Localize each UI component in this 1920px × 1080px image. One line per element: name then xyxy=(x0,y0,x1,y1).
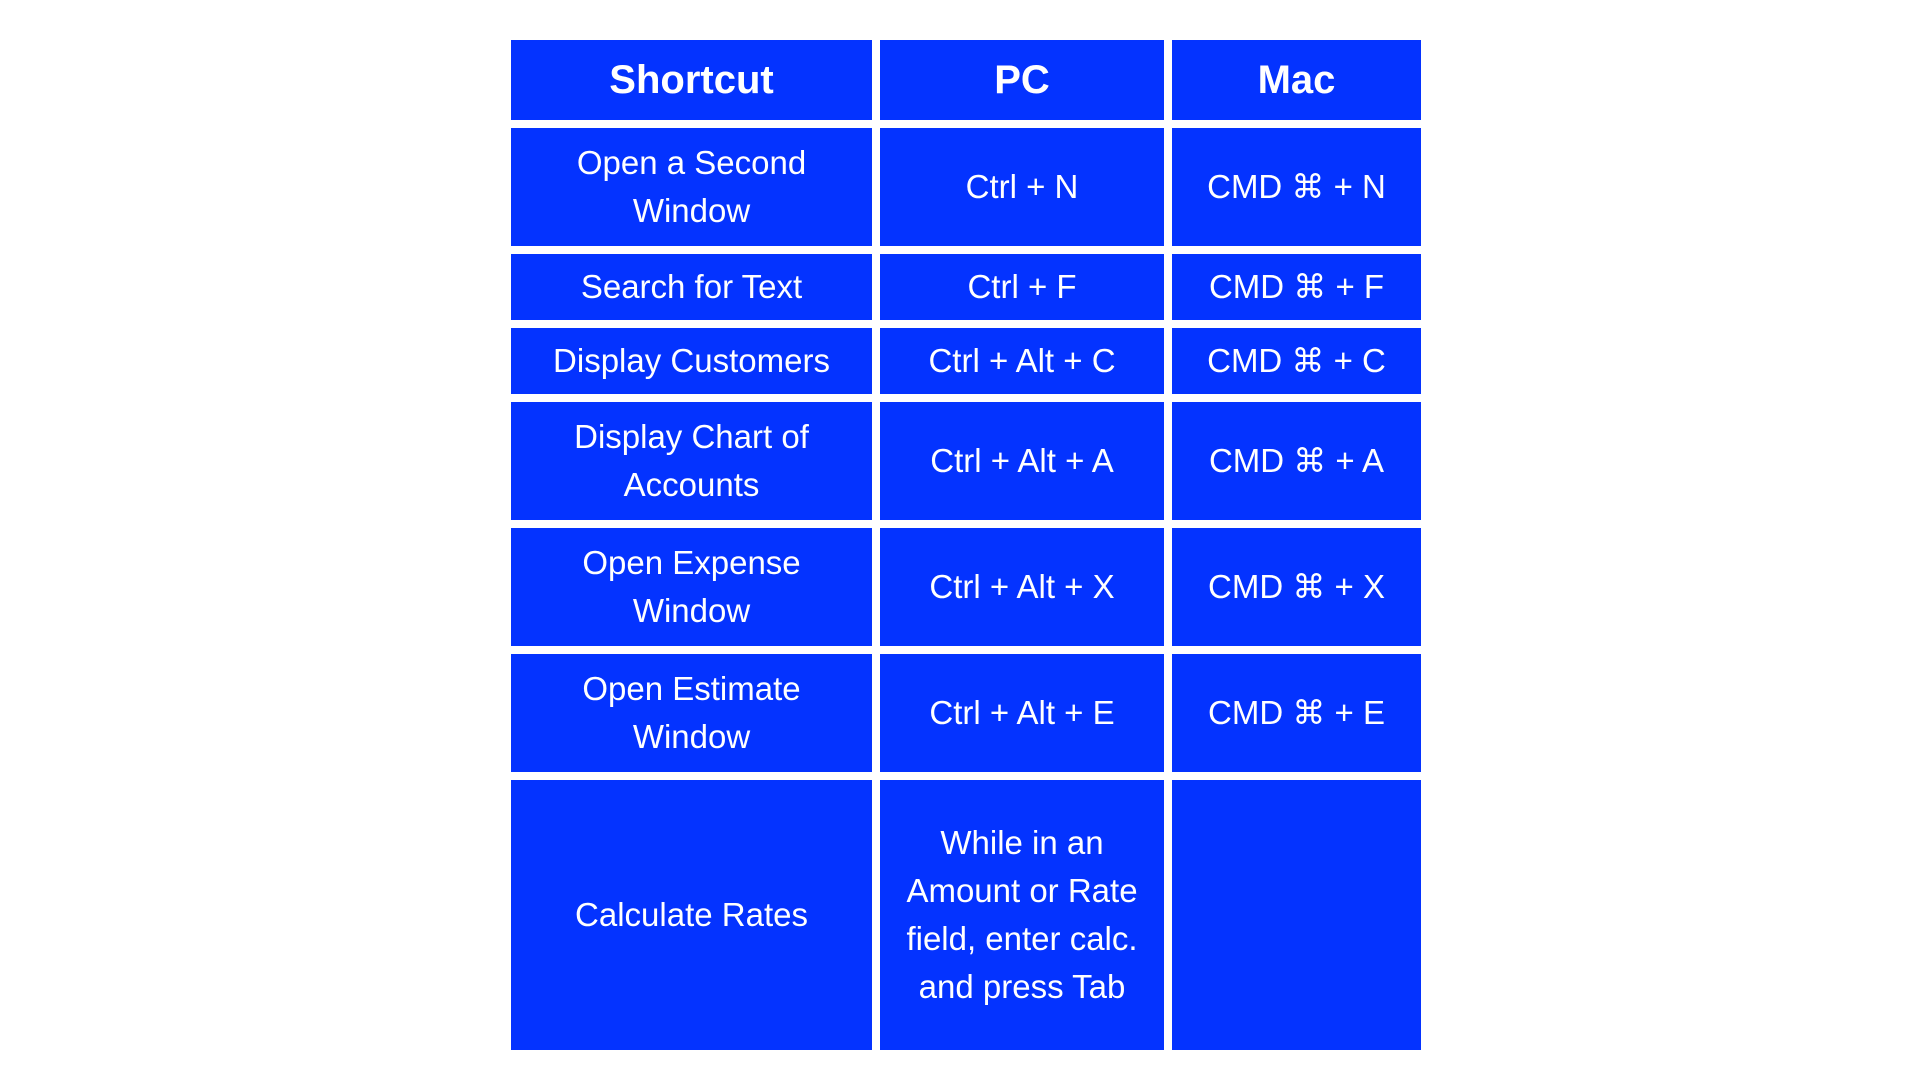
table-row: Calculate Rates While in an Amount or Ra… xyxy=(511,780,1421,1050)
cell-pc: Ctrl + Alt + A xyxy=(880,402,1164,520)
cell-mac: CMD ⌘ + C xyxy=(1172,328,1421,394)
table-row: Open a Second Window Ctrl + N CMD ⌘ + N xyxy=(511,128,1421,246)
cell-pc: While in an Amount or Rate field, enter … xyxy=(880,780,1164,1050)
cell-shortcut: Display Customers xyxy=(511,328,872,394)
cell-pc: Ctrl + Alt + E xyxy=(880,654,1164,772)
cell-shortcut: Search for Text xyxy=(511,254,872,320)
cell-mac: CMD ⌘ + F xyxy=(1172,254,1421,320)
table-row: Search for Text Ctrl + F CMD ⌘ + F xyxy=(511,254,1421,320)
table-row: Display Customers Ctrl + Alt + C CMD ⌘ +… xyxy=(511,328,1421,394)
header-row: Shortcut PC Mac xyxy=(511,40,1421,120)
cell-pc: Ctrl + F xyxy=(880,254,1164,320)
cell-pc: Ctrl + Alt + C xyxy=(880,328,1164,394)
cell-shortcut: Open Expense Window xyxy=(511,528,872,646)
header-shortcut: Shortcut xyxy=(511,40,872,120)
cell-mac: CMD ⌘ + N xyxy=(1172,128,1421,246)
shortcuts-table-container: Shortcut PC Mac Open a Second Window Ctr… xyxy=(511,40,1421,1050)
cell-shortcut: Open Estimate Window xyxy=(511,654,872,772)
cell-mac: CMD ⌘ + A xyxy=(1172,402,1421,520)
table-row: Open Expense Window Ctrl + Alt + X CMD ⌘… xyxy=(511,528,1421,646)
table-row: Display Chart of Accounts Ctrl + Alt + A… xyxy=(511,402,1421,520)
cell-mac xyxy=(1172,780,1421,1050)
header-mac: Mac xyxy=(1172,40,1421,120)
shortcuts-table: Shortcut PC Mac Open a Second Window Ctr… xyxy=(503,32,1429,1058)
cell-pc: Ctrl + Alt + X xyxy=(880,528,1164,646)
cell-mac: CMD ⌘ + E xyxy=(1172,654,1421,772)
table-row: Open Estimate Window Ctrl + Alt + E CMD … xyxy=(511,654,1421,772)
cell-shortcut: Calculate Rates xyxy=(511,780,872,1050)
cell-shortcut: Display Chart of Accounts xyxy=(511,402,872,520)
cell-mac: CMD ⌘ + X xyxy=(1172,528,1421,646)
header-pc: PC xyxy=(880,40,1164,120)
cell-pc: Ctrl + N xyxy=(880,128,1164,246)
cell-shortcut: Open a Second Window xyxy=(511,128,872,246)
